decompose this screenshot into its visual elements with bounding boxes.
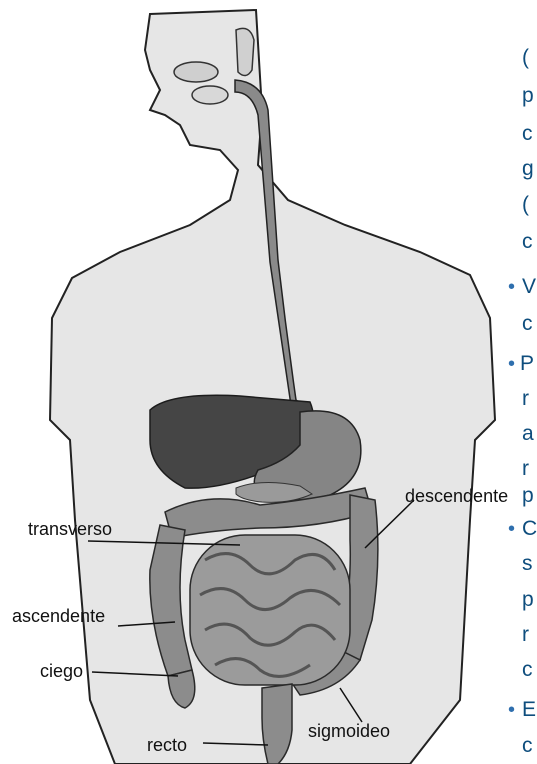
side-line-9: P — [520, 352, 534, 375]
nasal-cavity-shape — [174, 62, 218, 82]
side-line-15: s — [522, 552, 533, 575]
side-line-6: c — [522, 230, 533, 253]
side-line-3: c — [522, 122, 533, 145]
label-sigmoideo: sigmoideo — [308, 721, 390, 741]
label-recto: recto — [147, 735, 187, 755]
side-line-18: c — [522, 658, 533, 681]
side-line-2: p — [522, 84, 534, 107]
bullet-2: • — [508, 353, 515, 375]
bullet-4: • — [508, 699, 515, 721]
side-line-17: r — [522, 623, 529, 646]
side-line-20: c — [522, 734, 533, 757]
side-line-14: C — [522, 517, 537, 540]
side-line-11: a — [522, 422, 534, 445]
salivary-gland-shape — [236, 28, 254, 75]
side-line-13: p — [522, 484, 534, 507]
label-descendente: descendente — [405, 486, 508, 506]
side-line-10: r — [522, 387, 529, 410]
side-line-7: V — [522, 275, 536, 298]
side-line-12: r — [522, 457, 529, 480]
side-line-5: ( — [522, 193, 529, 216]
side-line-4: g — [522, 157, 534, 180]
cropped-side-text: ( p c g ( c • V c • P r a r p • C s p r … — [508, 46, 537, 757]
side-line-1: ( — [522, 46, 529, 69]
bullet-3: • — [508, 518, 515, 540]
label-transverso: transverso — [28, 519, 112, 539]
side-line-8: c — [522, 312, 533, 335]
bullet-1: • — [508, 276, 515, 298]
small-intestine — [190, 535, 350, 685]
label-ciego: ciego — [40, 661, 83, 681]
side-line-19: E — [522, 698, 536, 721]
oral-cavity-shape — [192, 86, 228, 104]
label-ascendente: ascendente — [12, 606, 105, 626]
side-line-16: p — [522, 588, 534, 611]
